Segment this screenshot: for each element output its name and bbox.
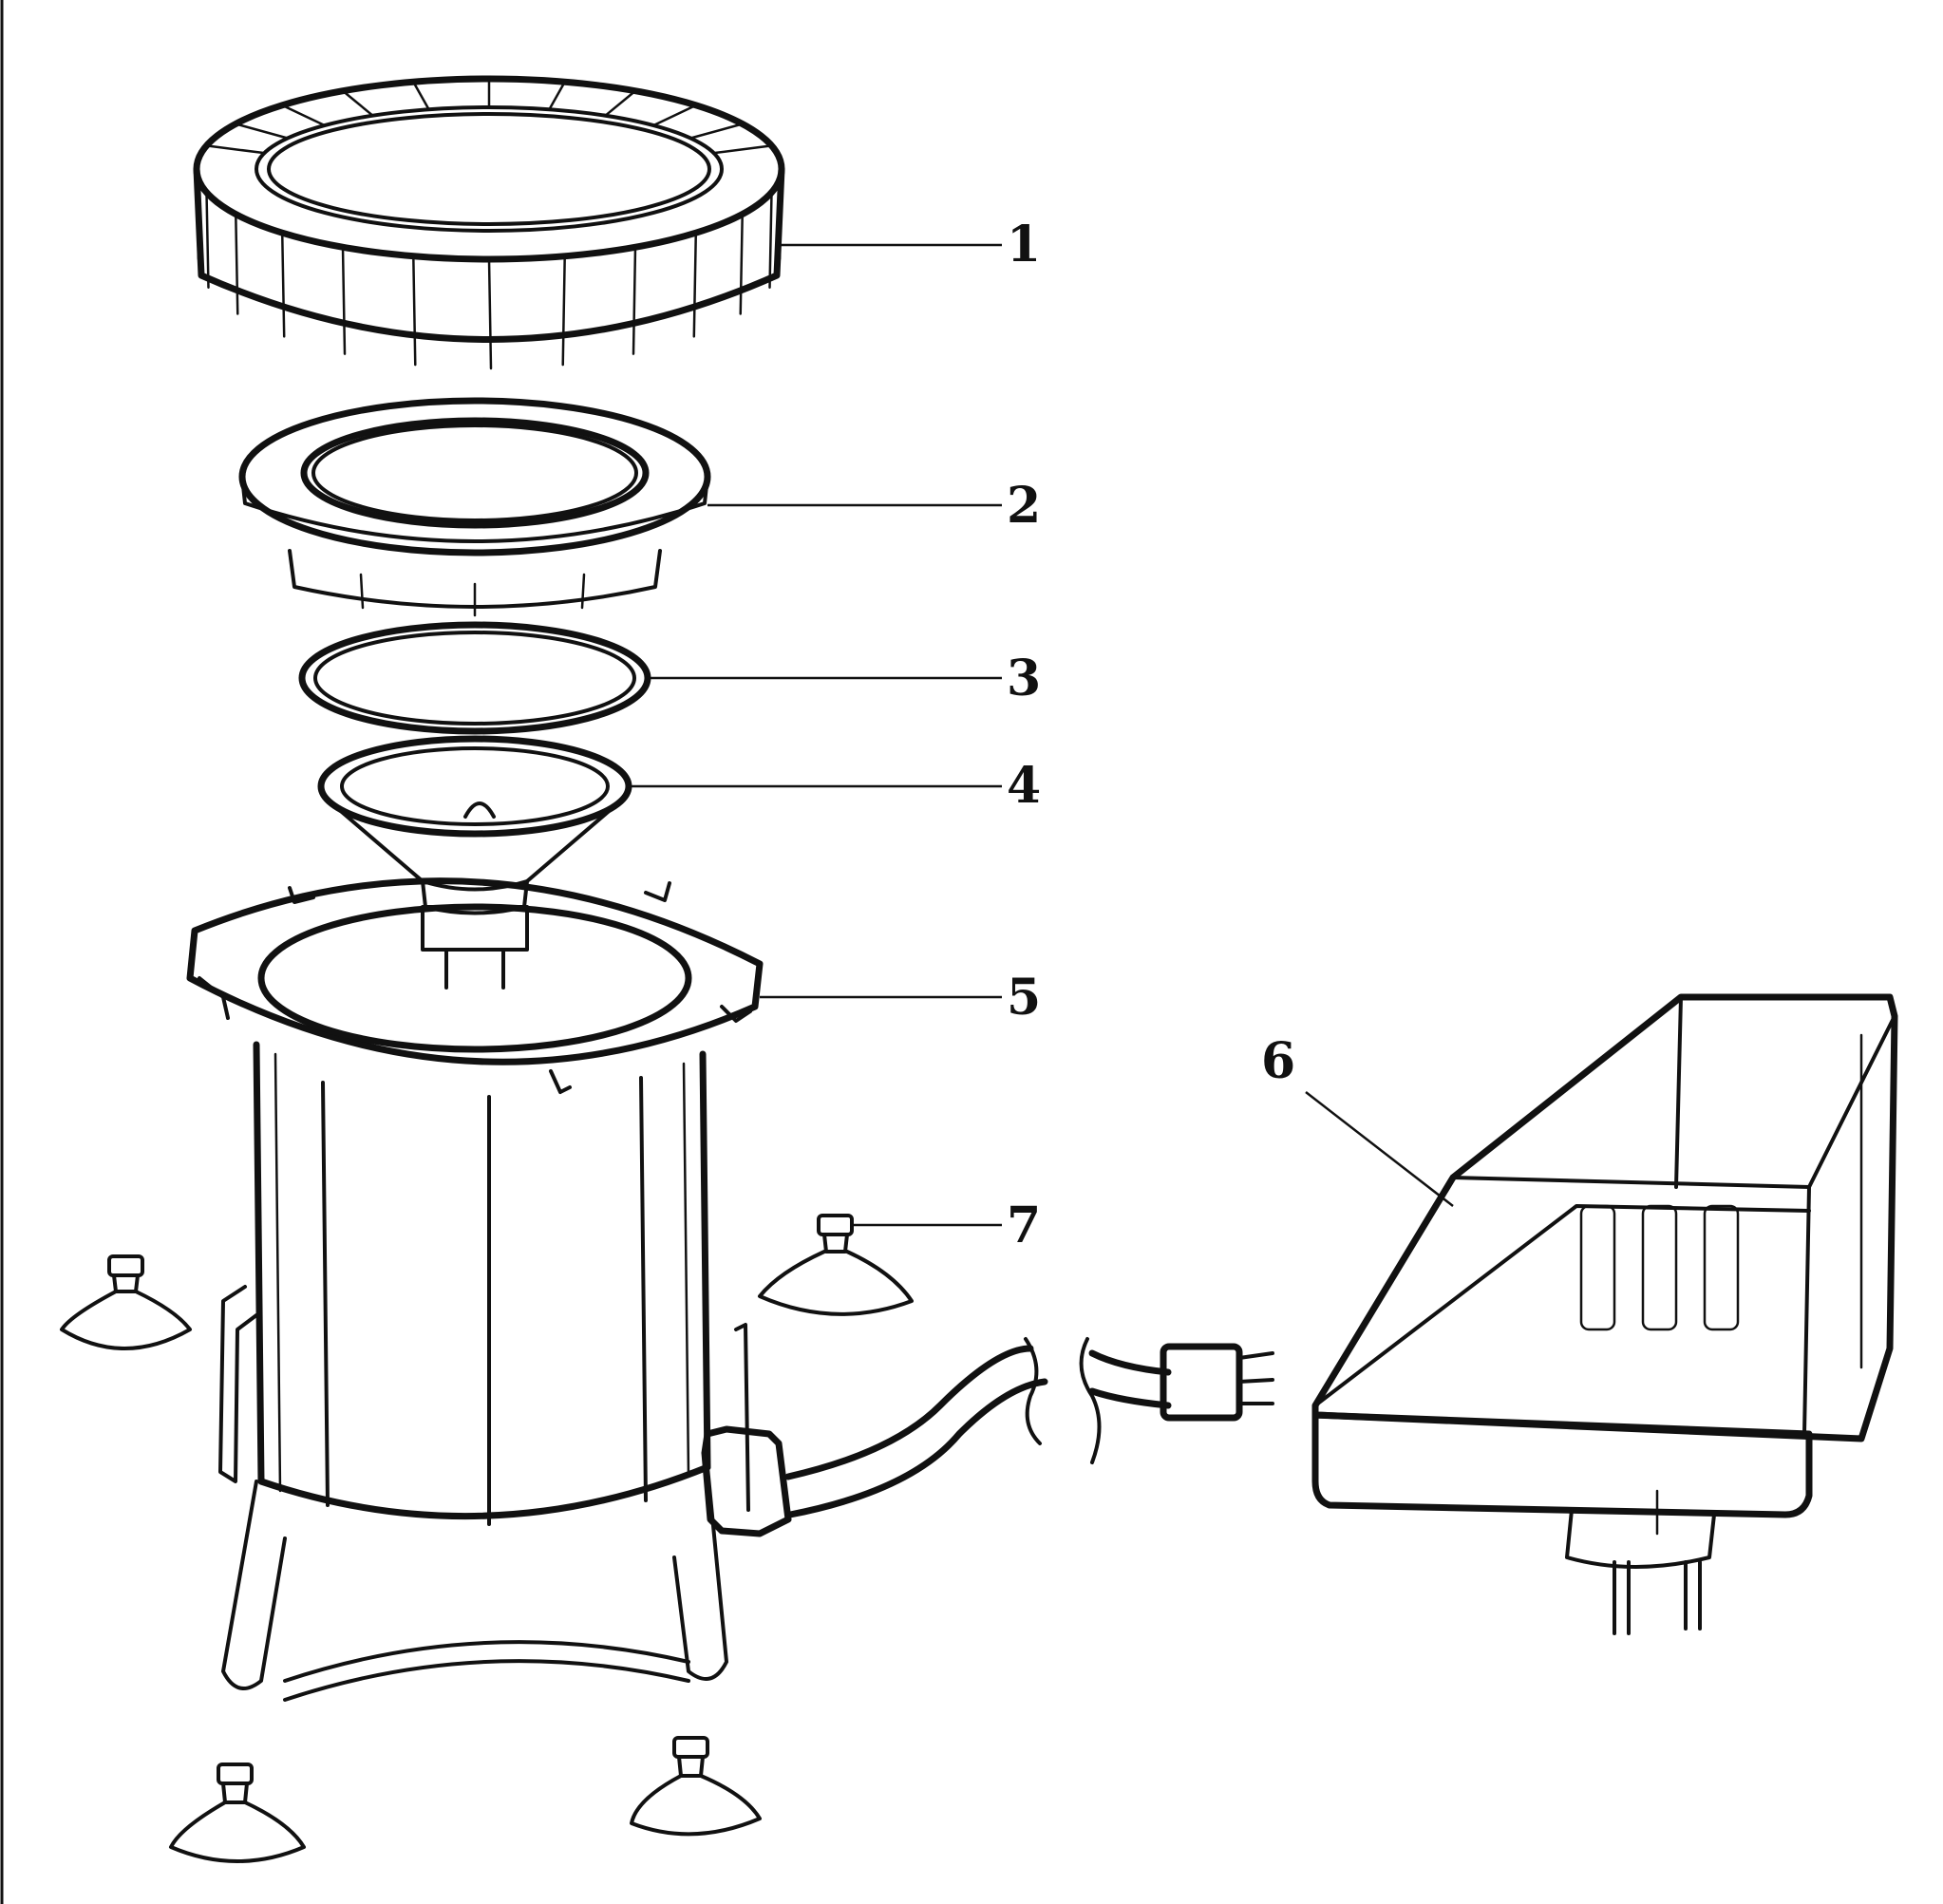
part-1-locking-ring — [193, 75, 785, 370]
callout-4: 4 — [1007, 757, 1041, 815]
ring-rib — [205, 144, 266, 155]
callout-5: 5 — [1007, 969, 1041, 1027]
callout-2: 2 — [1007, 477, 1041, 535]
ring-rib — [689, 123, 744, 140]
ring-rib — [205, 191, 210, 290]
ring-rib — [692, 231, 698, 338]
ring-rib — [487, 257, 493, 370]
callout-6: 6 — [1261, 1032, 1295, 1090]
ring-rib — [604, 89, 637, 117]
part-2-lens-holder — [238, 397, 711, 617]
part-7-suction-cup-bottom-right — [630, 1736, 762, 1837]
part-4-reflector-bulb — [317, 735, 632, 990]
ring-rib — [341, 246, 347, 355]
ring-rib — [739, 213, 744, 315]
part-6-power-supply — [1311, 993, 1898, 1635]
callout-7: 7 — [1007, 1197, 1041, 1254]
ring-rib — [341, 89, 374, 117]
part-5-housing — [186, 877, 1274, 1702]
ring-rib — [235, 213, 239, 315]
ring-rib — [280, 104, 327, 127]
leader-line-6 — [1305, 1091, 1454, 1207]
callout-3: 3 — [1007, 650, 1041, 707]
ring-rib — [412, 254, 417, 367]
ring-rib — [561, 254, 566, 367]
part-3-o-ring — [298, 621, 651, 735]
ring-rib — [778, 167, 783, 261]
ring-rib — [195, 167, 200, 261]
part-7-suction-cup-right — [758, 1214, 914, 1316]
ring-rib — [632, 246, 637, 355]
ring-rib — [768, 191, 773, 290]
callout-1: 1 — [1007, 216, 1041, 273]
ring-rib — [651, 104, 698, 127]
ring-rib — [548, 80, 566, 111]
part-7-suction-cup-bottom-left — [169, 1763, 306, 1863]
ring-rib — [280, 231, 286, 338]
ring-rib — [235, 123, 290, 140]
ring-rib — [412, 80, 430, 111]
ring-rib — [712, 144, 773, 155]
part-7-suction-cup-left — [60, 1254, 192, 1350]
